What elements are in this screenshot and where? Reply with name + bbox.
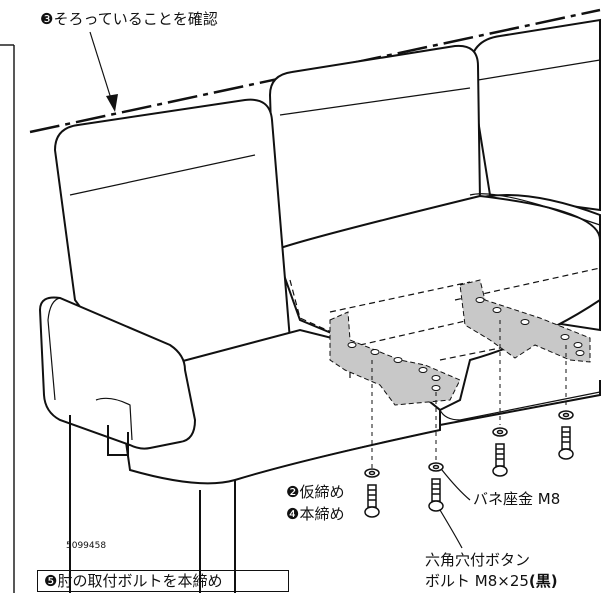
alignment-check-label: ❸そろっていることを確認 [40, 10, 218, 28]
seat-middle [268, 44, 601, 427]
label-leaders [439, 469, 471, 549]
final-tighten-label: ❹本締め [286, 505, 345, 523]
alignment-leader [89, 31, 114, 106]
washer-label: バネ座金 M8 [473, 490, 561, 508]
bolt-spec-text: ボルト M8×25 [425, 572, 529, 590]
armrest-bolts-note: ❺肘の取付ボルトを本締め [37, 570, 289, 592]
temp-tighten-label: ❷仮締め [286, 483, 345, 501]
arrowhead [106, 94, 118, 112]
bolt-holes [347, 297, 585, 391]
bolt-washer-set [364, 410, 574, 518]
bolt-spec-line2: ボルト M8×25(黒) [425, 572, 558, 590]
figure-id: 5099458 [66, 541, 107, 551]
bolt-color: (黒) [528, 572, 558, 590]
bolt-spec-line1: 六角穴付ボタン [425, 551, 531, 569]
bolt-axis-lines [371, 320, 567, 468]
